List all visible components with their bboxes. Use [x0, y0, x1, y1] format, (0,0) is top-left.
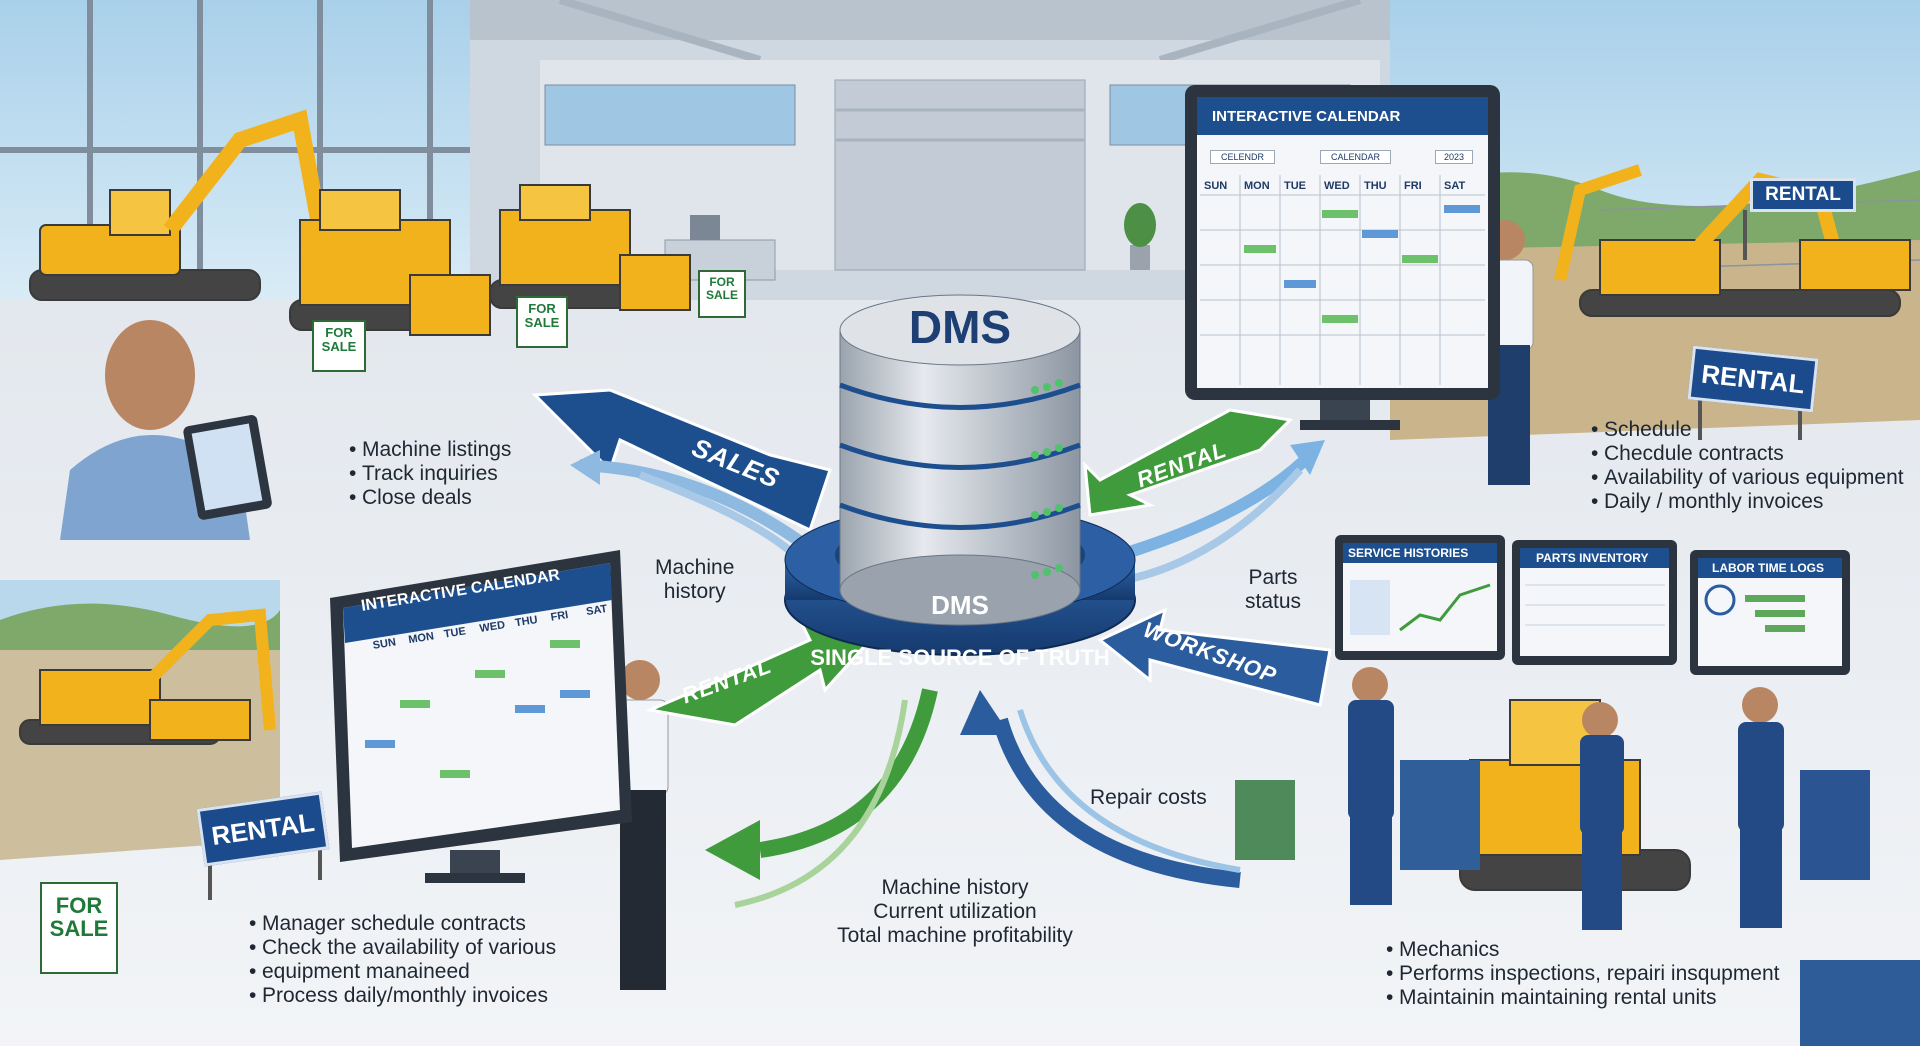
machine-history-line-1: Machine [655, 556, 735, 579]
excavator-icon [19, 608, 276, 745]
list-item: Mechanics [1386, 938, 1780, 962]
rental-manager-figure-left [617, 660, 669, 990]
parts-status-flow-label: Parts status [1245, 566, 1301, 614]
dms-base-label: DMS [931, 590, 989, 620]
list-item: Process daily/monthly invoices [249, 984, 556, 1008]
sales-bullets: Machine listings Track inquiries Close d… [348, 438, 511, 510]
rental-right-bullets: Schedule Checdule contracts Availability… [1590, 418, 1904, 514]
monitor-icon [1690, 550, 1850, 675]
single-source-of-truth-label: SINGLE SOURCE OF TRUTH [810, 645, 1110, 670]
workshop-arrow [1097, 607, 1332, 707]
monitor-icon [330, 550, 632, 883]
for-sale-sign-2: FOR SALE [516, 296, 568, 348]
monitor-icon [1512, 540, 1677, 665]
labor-time-logs-title: LABOR TIME LOGS [1712, 561, 1824, 575]
calendar-nav-year[interactable]: 2023 [1435, 150, 1474, 164]
bulldozer-icon [289, 189, 491, 336]
center-bottom-flow-label: Machine history Current utilization Tota… [830, 876, 1080, 948]
for-sale-sign-3: FOR SALE [698, 270, 746, 318]
workbench [1400, 760, 1480, 870]
list-item: Machine listings [349, 438, 511, 462]
day-header: FRI [1404, 180, 1422, 192]
machine-history-flow-label: Machine history [655, 556, 734, 604]
calendar-nav-prev[interactable]: CELENDR [1210, 150, 1276, 164]
list-item: Availability of various equipment [1591, 466, 1904, 490]
dms-top-label: DMS [908, 301, 1012, 353]
parts-status-line-2: status [1245, 590, 1302, 613]
calendar-nav-mid[interactable]: CALENDAR [1320, 150, 1392, 164]
monitor-icon [1335, 535, 1505, 660]
list-item: equipment manaineed [249, 960, 556, 984]
list-item: Check the availability of various [249, 936, 556, 960]
day-header: MON [1244, 180, 1270, 192]
list-item: Close deals [349, 486, 511, 510]
list-item: Manager schedule contracts [249, 912, 556, 936]
rental-left-bullets: Manager schedule contracts Check the ava… [248, 912, 556, 1008]
service-histories-title: SERVICE HISTORIES [1348, 546, 1469, 560]
day-header: TUE [1284, 180, 1306, 192]
bulldozer-icon [489, 184, 691, 311]
parts-inventory-title: PARTS INVENTORY [1536, 551, 1649, 565]
list-item: Schedule [1591, 418, 1904, 442]
list-item: Maintainin maintaining rental units [1386, 986, 1780, 1010]
repair-costs-flow-label: Repair costs [1090, 786, 1207, 809]
calendar-right-nav: CELENDR CALENDAR 2023 [1210, 148, 1482, 168]
for-sale-sign-1: FOR SALE [312, 320, 366, 372]
workshop-bullets: Mechanics Performs inspections, repairi … [1385, 938, 1780, 1010]
oil-drum [1235, 780, 1295, 860]
day-header: THU [1364, 180, 1387, 192]
list-item: Performs inspections, repairi insqupment [1386, 962, 1779, 986]
for-sale-sign-4: FOR SALE [40, 882, 118, 974]
database-icon [784, 294, 1136, 656]
list-item: Daily / monthly invoices [1591, 490, 1904, 514]
list-item: Checdule contracts [1591, 442, 1904, 466]
day-header: SAT [1444, 180, 1466, 192]
rental-sign-top: RENTAL [1750, 178, 1856, 212]
excavator-icon [1554, 164, 1911, 317]
day-header: WED [1324, 180, 1350, 192]
salesperson-figure [60, 320, 272, 540]
calendar-right-title: INTERACTIVE CALENDAR [1212, 108, 1401, 125]
day-header: SUN [1204, 180, 1228, 192]
center-flow-line-1: Machine history [881, 876, 1029, 899]
machine-history-line-2: history [663, 580, 726, 603]
mechanic-icon [1348, 667, 1784, 930]
parts-status-line-1: Parts [1248, 566, 1298, 589]
center-flow-line-2: Current utilization [873, 900, 1037, 923]
rental-arrow-right [1083, 408, 1294, 517]
toolbox-icon [1800, 770, 1870, 880]
monitor-icon [1185, 85, 1500, 430]
list-item: Track inquiries [349, 462, 511, 486]
center-flow-line-3: Total machine profitability [837, 924, 1073, 947]
